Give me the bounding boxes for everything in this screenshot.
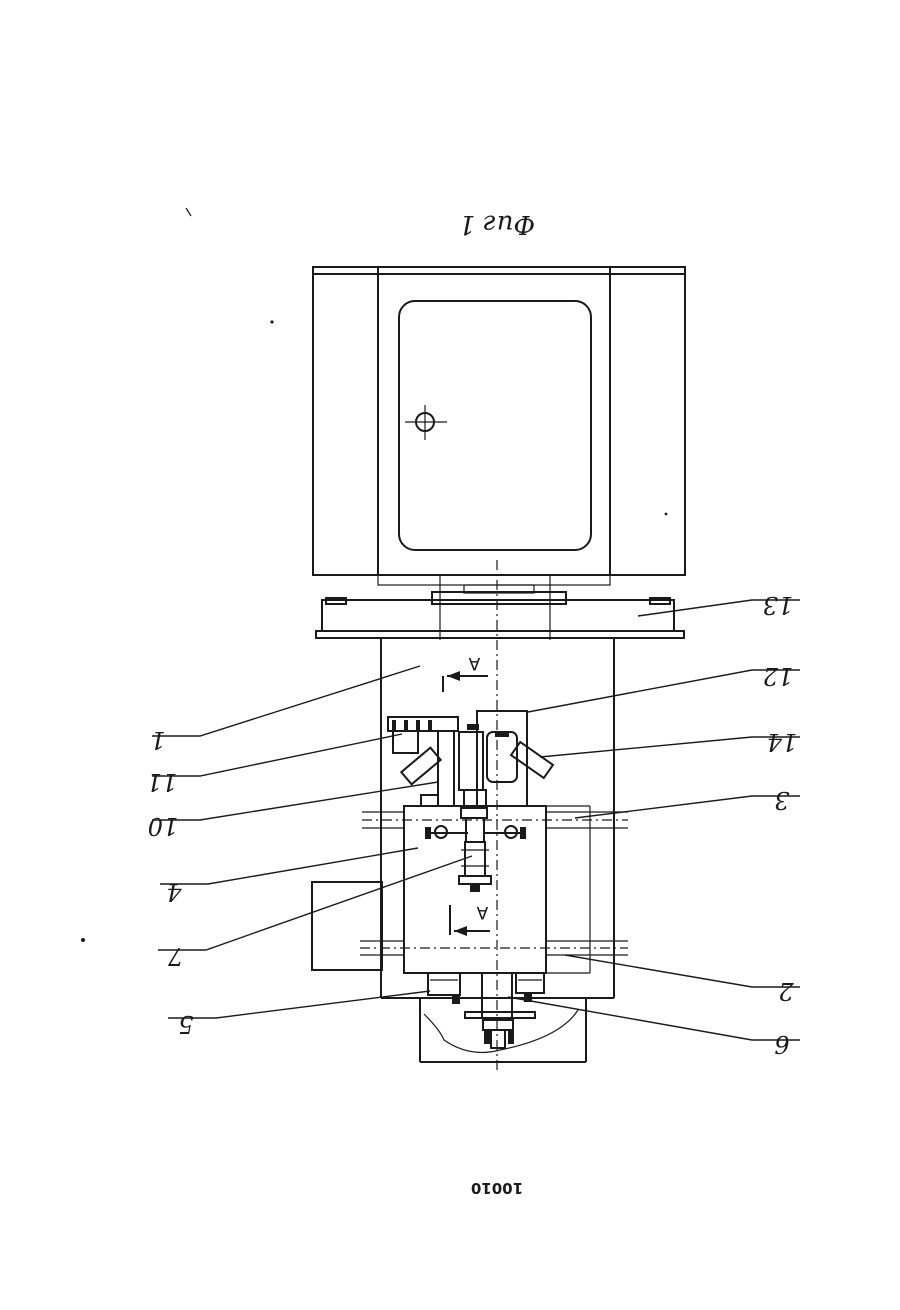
section-mark-top: А [443, 653, 488, 692]
cabinet [313, 267, 685, 640]
label-12: 12 [763, 662, 794, 690]
speck [186, 208, 191, 216]
speck [270, 320, 273, 323]
label-7: 7 [167, 942, 183, 970]
label-14: 14 [767, 728, 798, 756]
label-13: 13 [763, 591, 794, 619]
label-10: 10 [148, 812, 179, 840]
page-number: 10010 [471, 1179, 523, 1197]
head-unit [467, 711, 553, 806]
label-11: 11 [147, 768, 178, 796]
side-box [312, 882, 382, 970]
lower-housing [420, 998, 586, 1062]
section-mark-bottom: А [450, 902, 490, 936]
speck [81, 938, 85, 942]
section-label-bottom: А [476, 902, 488, 922]
label-5: 5 [178, 1010, 193, 1038]
speck [665, 513, 668, 516]
figure-caption: Фиг 1 [459, 209, 535, 239]
label-3: 3 [774, 786, 789, 814]
base-plate [316, 585, 684, 638]
left-drive [388, 717, 458, 806]
label-1: 1 [150, 726, 165, 754]
label-4: 4 [166, 878, 182, 906]
section-label-top: А [468, 653, 480, 673]
bottom-mechanism [428, 973, 544, 1018]
label-6: 6 [774, 1030, 789, 1058]
label-2: 2 [778, 977, 794, 1005]
cabinet-door [399, 301, 591, 550]
